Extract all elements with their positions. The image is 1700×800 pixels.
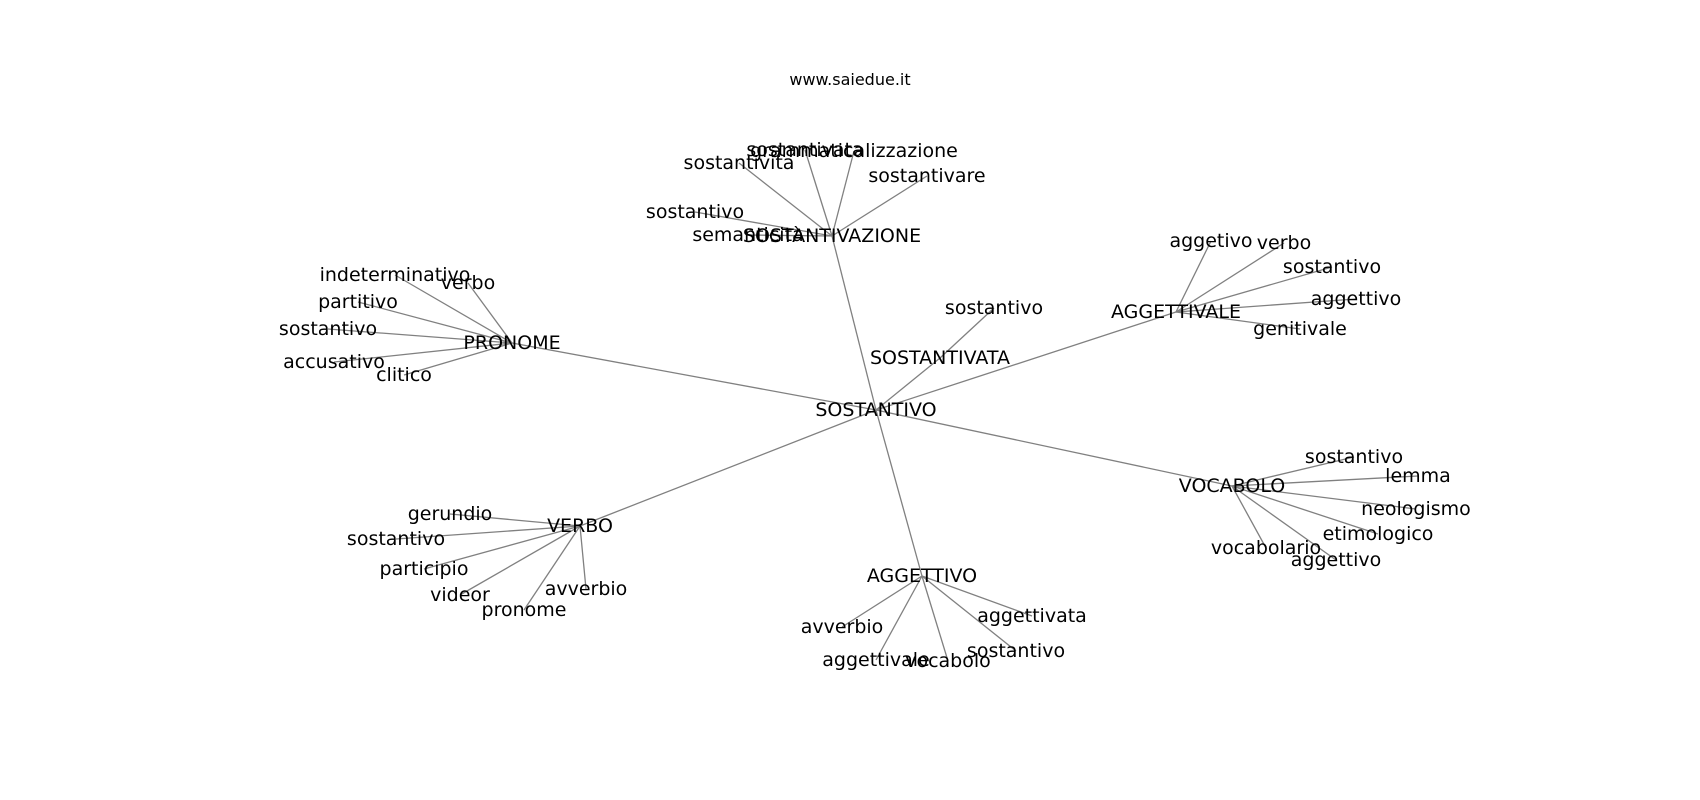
hub-node-label-sostantivazione: SOSTANTIVAZIONE bbox=[743, 225, 921, 247]
edge-aggettivale-2 bbox=[1175, 266, 1333, 313]
leaf-node-label: clitico bbox=[376, 364, 432, 386]
edge-vocabolo-5 bbox=[1231, 485, 1337, 561]
leaf-node-label: aggettivo bbox=[1291, 549, 1382, 571]
edge-center-vocabolo bbox=[875, 409, 1233, 487]
hub-node-label-aggettivo: AGGETTIVO bbox=[867, 565, 977, 587]
edge-center-aggettivale bbox=[875, 311, 1177, 411]
hub-node-label-aggettivale: AGGETTIVALE bbox=[1111, 301, 1241, 323]
leaf-node-label: sostantivita bbox=[684, 152, 795, 174]
leaf-node-label: partitivo bbox=[318, 291, 398, 313]
leaf-node-label: aggettivo bbox=[1311, 288, 1402, 310]
edge-sostantivazione-5 bbox=[747, 234, 833, 237]
leaf-node-label: grammaticalizzazione bbox=[750, 140, 958, 162]
leaf-node-label: sostantivo bbox=[1305, 446, 1403, 468]
edge-verbo-0 bbox=[449, 513, 581, 527]
leaf-node-label: sostantivo bbox=[646, 201, 744, 223]
leaf-node-label: aggettivata bbox=[977, 605, 1087, 627]
edge-pronome-3 bbox=[327, 328, 513, 344]
leaf-node-label: aggettivale bbox=[822, 649, 930, 671]
edge-sostantivazione-3 bbox=[831, 175, 928, 237]
leaf-node-label: sostantivo bbox=[279, 318, 377, 340]
edge-center-sostantivata bbox=[875, 357, 941, 411]
leaf-node-label: pronome bbox=[482, 599, 567, 621]
leaf-node-label: sostantivo bbox=[1283, 256, 1381, 278]
edge-center-sostantivazione bbox=[831, 235, 877, 411]
leaf-node-label: sostantivo bbox=[347, 528, 445, 550]
leaf-node-label: vocabolario bbox=[1211, 537, 1321, 559]
source-watermark: www.saiedue.it bbox=[789, 70, 911, 89]
hub-node-label-pronome: PRONOME bbox=[463, 332, 560, 354]
leaf-node-label: avverbio bbox=[801, 616, 884, 638]
edge-vocabolo-0 bbox=[1231, 456, 1355, 487]
edge-aggettivo-4 bbox=[921, 575, 1017, 652]
edge-sostantivazione-0 bbox=[804, 149, 833, 237]
edge-aggettivale-3 bbox=[1175, 298, 1357, 313]
leaf-node-label: sostantivata bbox=[746, 139, 863, 161]
edge-aggettivo-3 bbox=[921, 575, 949, 662]
edge-verbo-2 bbox=[423, 525, 581, 570]
edge-vocabolo-4 bbox=[1231, 485, 1267, 549]
edge-verbo-3 bbox=[459, 525, 581, 596]
leaf-node-label: avverbio bbox=[545, 578, 628, 600]
leaf-node-label: sostantivare bbox=[868, 165, 985, 187]
edge-aggettivale-0 bbox=[1175, 240, 1212, 313]
edge-aggettivale-4 bbox=[1175, 311, 1301, 330]
leaf-node-label: gerundio bbox=[408, 503, 493, 525]
edge-verbo-4 bbox=[523, 525, 581, 611]
edge-pronome-4 bbox=[333, 342, 513, 363]
edge-aggettivo-0 bbox=[841, 575, 923, 628]
edge-sostantivazione-2 bbox=[738, 162, 833, 237]
edge-center-aggettivo bbox=[875, 409, 923, 577]
edges-layer bbox=[327, 149, 1419, 662]
edge-sostantivazione-4 bbox=[694, 211, 833, 237]
leaf-node-label: aggetivo bbox=[1169, 230, 1252, 252]
edge-pronome-0 bbox=[394, 274, 513, 344]
leaf-node-label: verbo bbox=[441, 272, 495, 294]
leaf-node-label: lemma bbox=[1385, 465, 1451, 487]
edge-pronome-2 bbox=[357, 301, 513, 344]
edge-center-pronome bbox=[511, 342, 877, 411]
leaf-node-label: semanticità bbox=[692, 224, 803, 246]
edge-vocabolo-3 bbox=[1231, 485, 1379, 535]
edge-pronome-1 bbox=[467, 282, 513, 344]
leaf-node-label: videor bbox=[430, 584, 490, 606]
edge-aggettivo-1 bbox=[921, 575, 1033, 617]
leaf-node-label: accusativo bbox=[283, 351, 385, 373]
hub-node-label-verbo: VERBO bbox=[547, 515, 613, 537]
edge-verbo-1 bbox=[395, 525, 581, 540]
labels-layer: SOSTANTIVO sostantivatagrammaticalizzazio… bbox=[279, 139, 1471, 672]
leaf-node-label: participio bbox=[380, 558, 469, 580]
edge-pronome-5 bbox=[403, 342, 513, 376]
leaf-node-label: etimologico bbox=[1323, 523, 1434, 545]
edge-aggettivale-1 bbox=[1175, 242, 1285, 313]
leaf-node-label: vocabolo bbox=[905, 650, 991, 672]
edge-verbo-5 bbox=[579, 525, 587, 590]
center-node-label: SOSTANTIVO bbox=[815, 399, 936, 421]
leaf-node-label: indeterminativo bbox=[320, 264, 471, 286]
edge-center-verbo bbox=[579, 409, 877, 527]
edge-aggettivo-2 bbox=[875, 575, 923, 661]
leaf-node-label: sostantivo bbox=[967, 640, 1065, 662]
hub-node-label-sostantivata: SOSTANTIVATA bbox=[870, 347, 1010, 369]
leaf-node-label: genitivale bbox=[1253, 318, 1347, 340]
leaf-node-label: sostantivo bbox=[945, 297, 1043, 319]
edge-sostantivata-0 bbox=[939, 307, 995, 359]
leaf-node-label: verbo bbox=[1257, 232, 1311, 254]
edge-vocabolo-1 bbox=[1231, 475, 1419, 487]
edge-sostantivazione-1 bbox=[831, 150, 855, 237]
edge-vocabolo-2 bbox=[1231, 485, 1417, 510]
leaf-node-label: neologismo bbox=[1361, 498, 1471, 520]
hub-node-label-vocabolo: VOCABOLO bbox=[1179, 475, 1285, 497]
